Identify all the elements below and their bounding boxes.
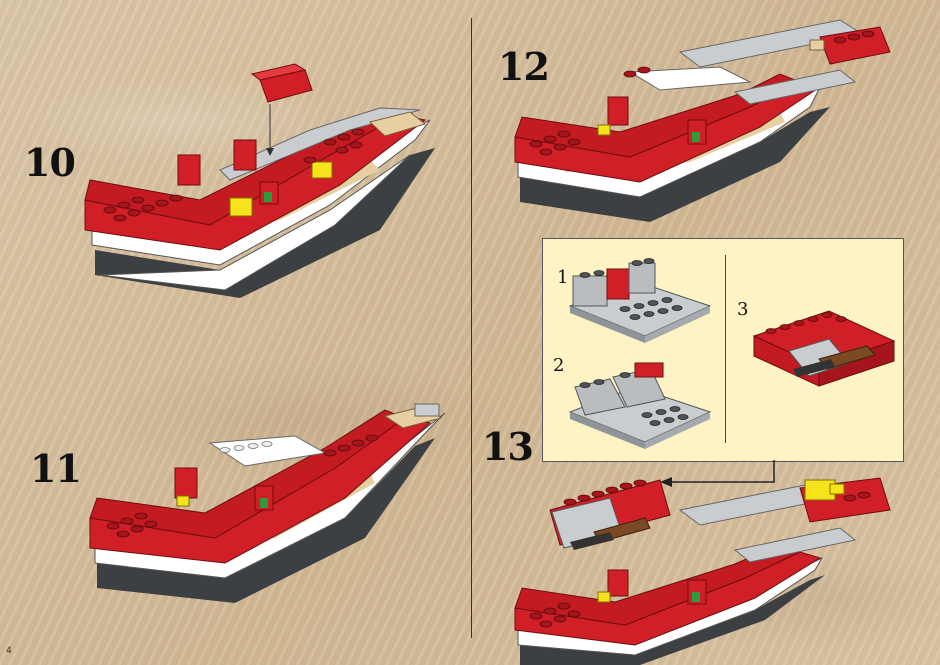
callout-divider bbox=[725, 255, 726, 443]
step-number-12: 12 bbox=[498, 44, 550, 89]
boat-model-step-11 bbox=[89, 403, 446, 603]
subassembly-3-model bbox=[752, 310, 896, 387]
step-number-13: 13 bbox=[482, 424, 534, 469]
subassembly-2-model bbox=[568, 362, 712, 449]
subassembly-number-2: 2 bbox=[553, 355, 565, 376]
callout-arrow bbox=[660, 460, 775, 487]
page-number: 4 bbox=[6, 646, 12, 656]
boat-model-step-12 bbox=[514, 19, 891, 222]
subassembly-callout: 1 2 bbox=[542, 238, 904, 462]
boat-model-step-13 bbox=[514, 477, 891, 665]
step-number-10: 10 bbox=[24, 140, 76, 185]
subassembly-number-3: 3 bbox=[737, 299, 749, 320]
subassembly-1-model bbox=[568, 258, 712, 343]
boat-model-step-10 bbox=[84, 63, 435, 298]
step-number-11: 11 bbox=[30, 446, 82, 491]
subassembly-number-1: 1 bbox=[557, 267, 569, 288]
column-divider bbox=[471, 18, 472, 638]
